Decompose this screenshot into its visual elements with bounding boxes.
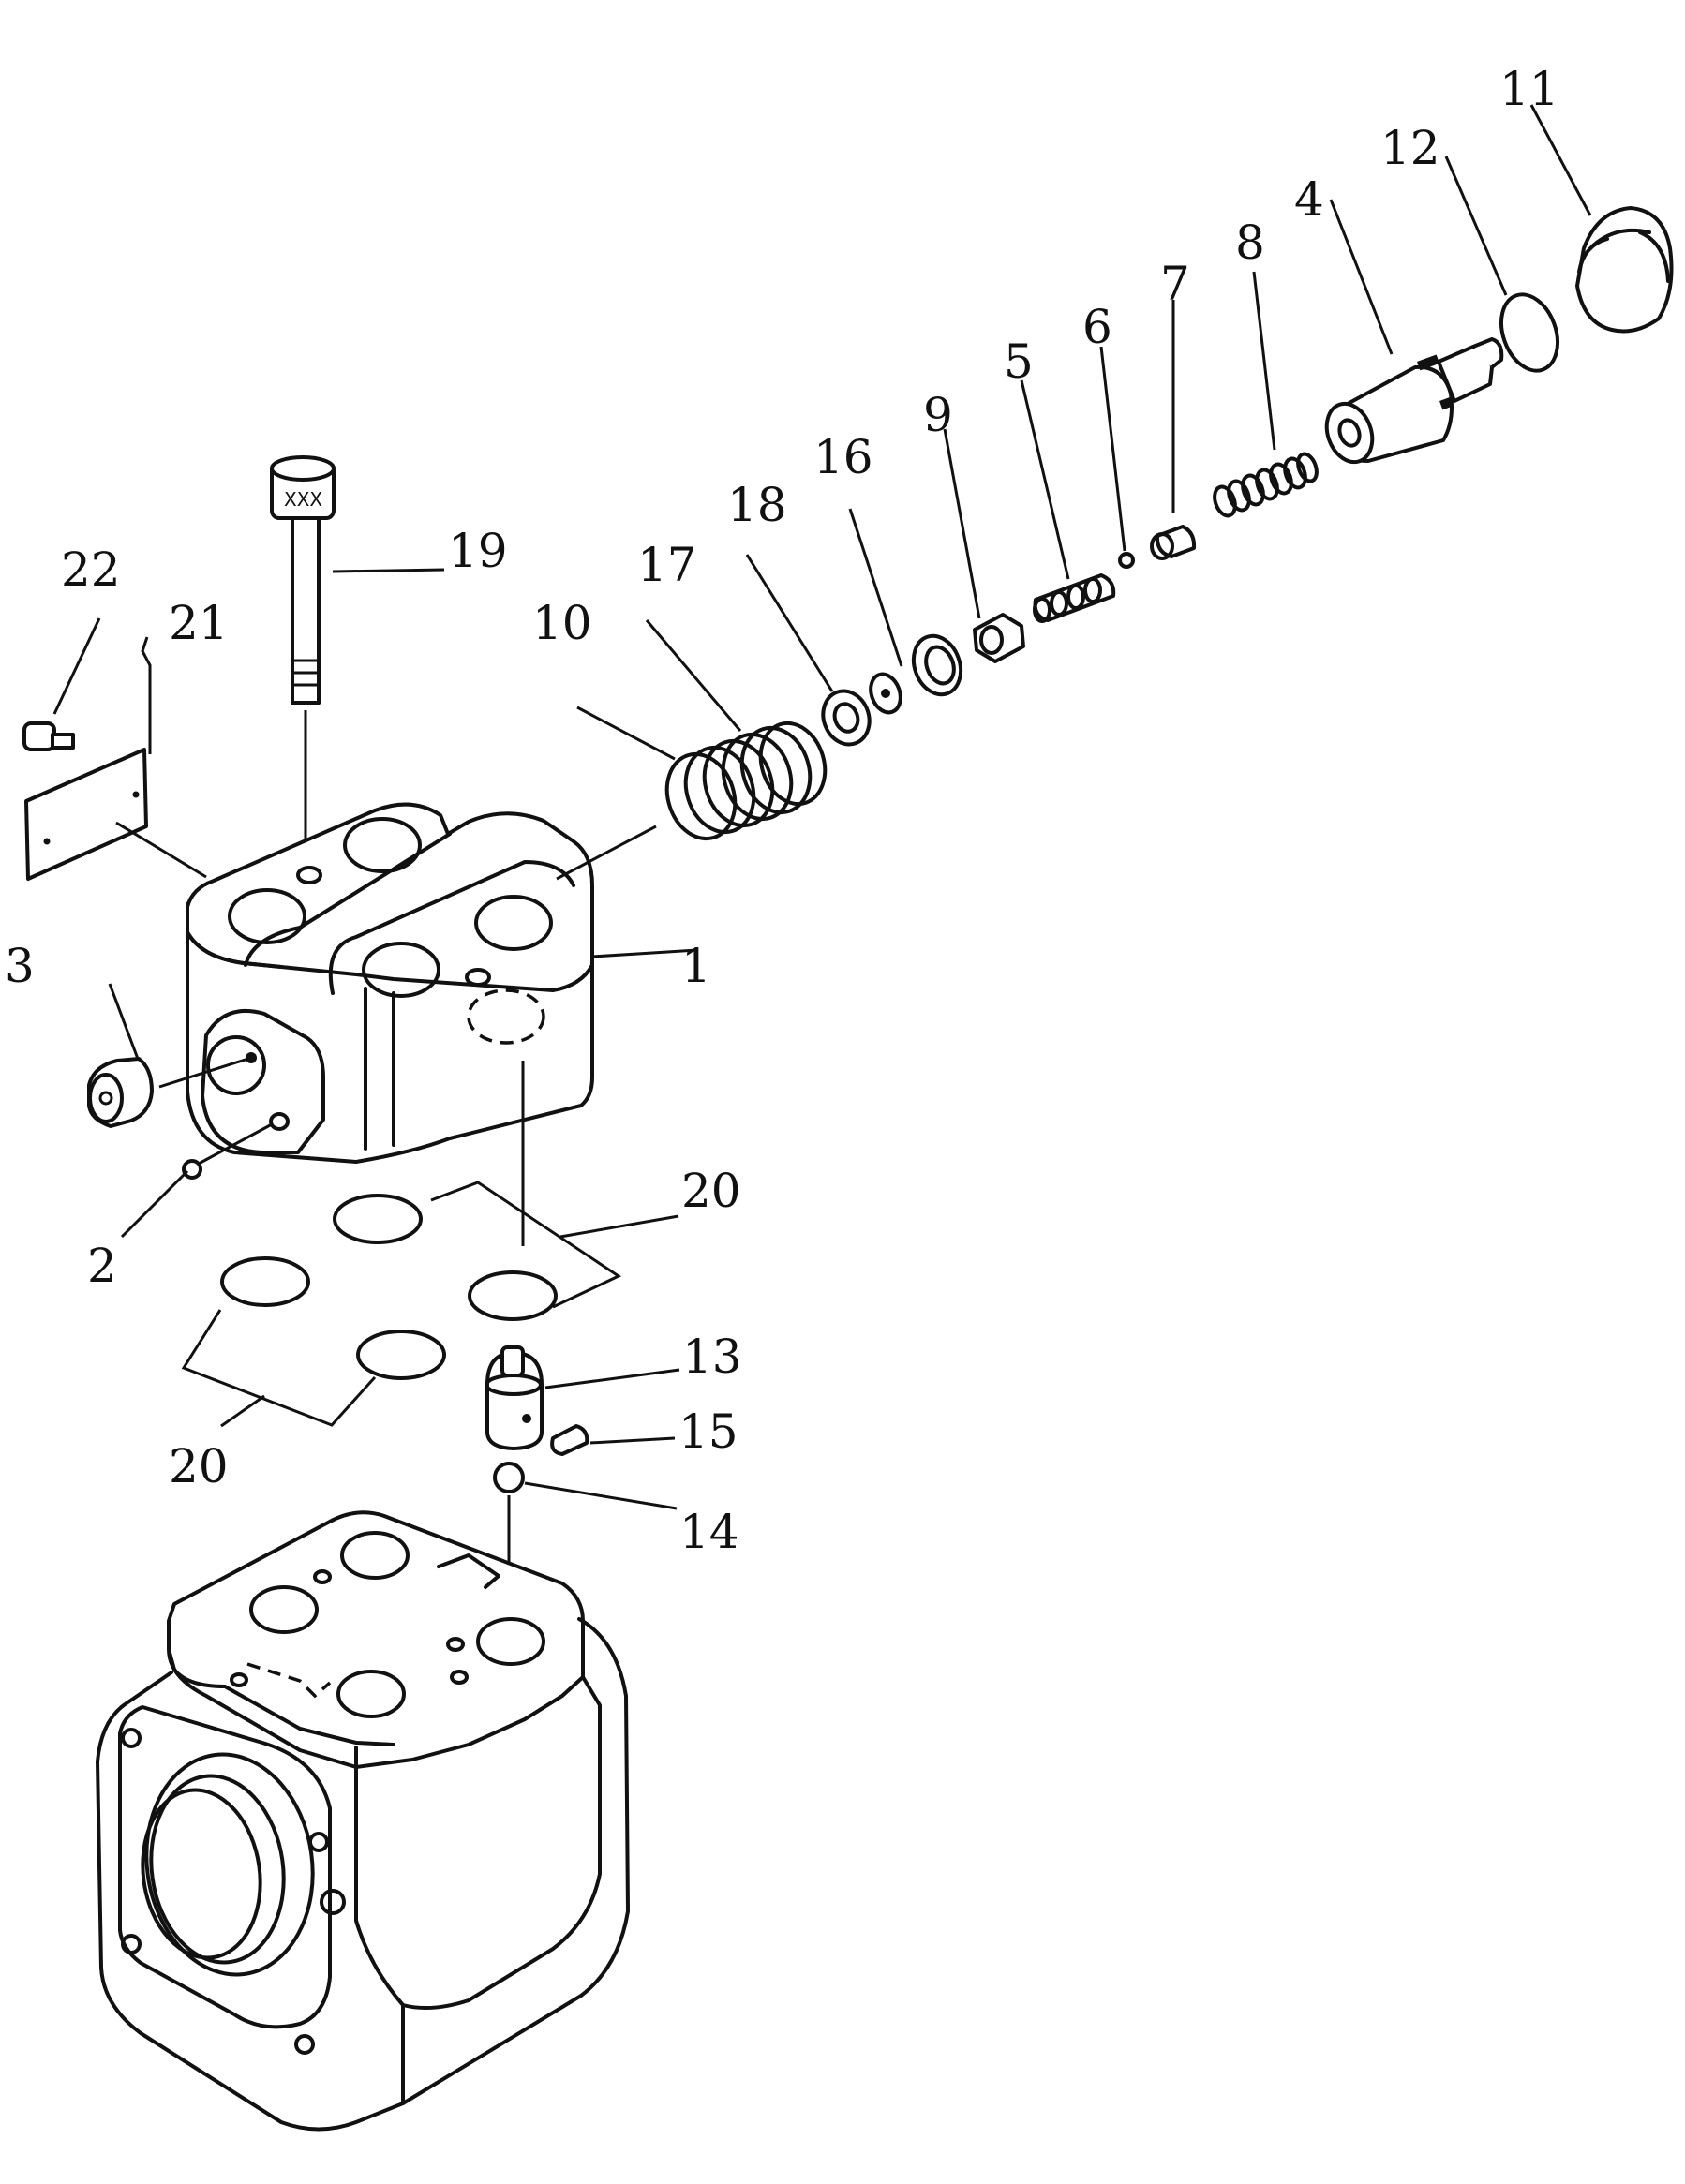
callout-1: 1	[681, 939, 711, 993]
part-4-cartridge	[1324, 337, 1504, 465]
callout-20-lower: 20	[169, 1439, 229, 1493]
callout-7: 7	[1160, 257, 1190, 311]
part-12-o-ring	[1499, 292, 1559, 373]
part-3-plug	[87, 1057, 154, 1128]
callout-10: 10	[532, 596, 592, 650]
part-9-nut	[973, 613, 1025, 663]
callout-16: 16	[813, 430, 873, 484]
callout-9: 9	[923, 388, 953, 442]
part-10-spring	[664, 721, 828, 841]
callout-6: 6	[1082, 300, 1112, 354]
part-19-bolt: XXX	[270, 455, 336, 705]
callout-4: 4	[1294, 172, 1324, 227]
callout-8: 8	[1235, 215, 1265, 270]
part-22-screw	[22, 721, 75, 751]
leader-lines	[52, 104, 1592, 1510]
part-2-ball	[182, 1159, 202, 1180]
callout-15: 15	[678, 1404, 738, 1459]
callout-19: 19	[448, 524, 508, 578]
part-14-ball	[493, 1462, 525, 1493]
callout-11: 11	[1499, 62, 1559, 116]
part-18-shim	[869, 672, 902, 715]
part-1-valve-block	[186, 802, 594, 1164]
callout-2: 2	[87, 1239, 117, 1293]
part-15-dowel	[550, 1424, 589, 1456]
part-6-ball	[1118, 552, 1135, 569]
part-16-seat	[911, 633, 963, 697]
callout-14: 14	[679, 1505, 739, 1559]
callout-12: 12	[1380, 121, 1440, 175]
part-8-spring	[1213, 452, 1319, 518]
housing-body	[96, 1510, 630, 2132]
part-21-plate	[24, 748, 148, 881]
callout-5: 5	[1004, 334, 1034, 389]
bolt-head-marking: XXX	[284, 488, 322, 511]
part-17-washer	[821, 689, 872, 747]
callout-3: 3	[5, 939, 35, 993]
part-7-poppet	[1150, 525, 1197, 560]
callout-17: 17	[637, 538, 697, 592]
callout-20-upper: 20	[681, 1164, 741, 1218]
part-11-plug	[1575, 206, 1674, 334]
part-13-pin	[485, 1345, 544, 1450]
callout-22: 22	[61, 542, 121, 597]
part-20-o-rings	[220, 1194, 558, 1380]
callout-21: 21	[169, 596, 229, 650]
callout-13: 13	[682, 1330, 742, 1384]
callout-18: 18	[727, 478, 787, 532]
part-5-piston	[1033, 573, 1116, 623]
